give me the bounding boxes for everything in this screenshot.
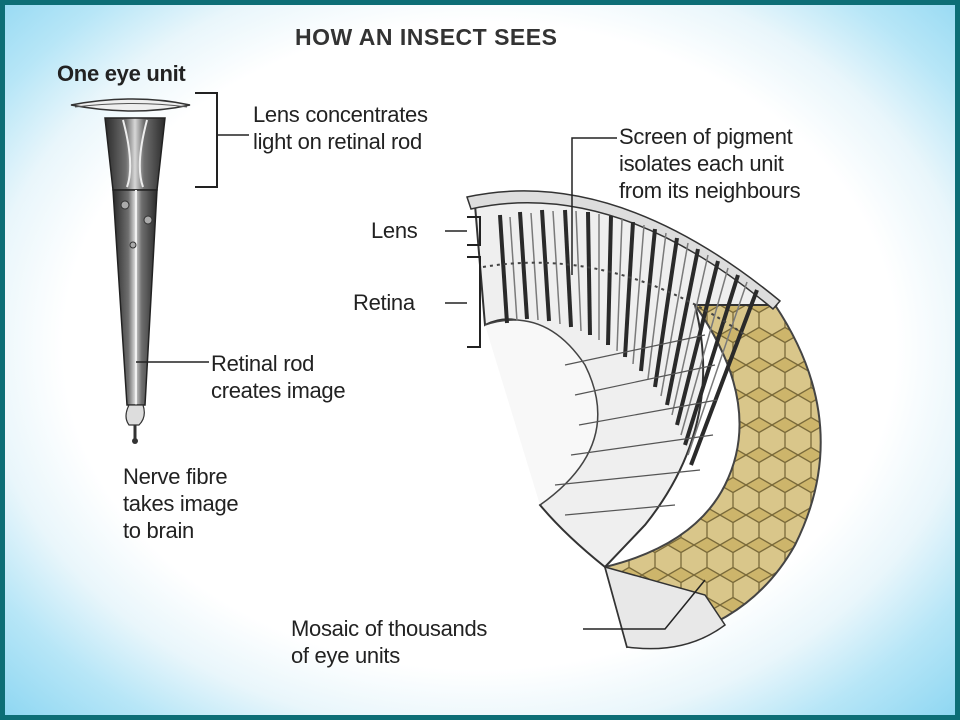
pointer-pigment [571, 137, 617, 275]
label-pigment-line-3: from its neighbours [619, 178, 801, 203]
label-retina: Retina [353, 290, 415, 315]
unit-cone [104, 117, 166, 191]
label-retinal-rod-line-1: Retinal rod [211, 351, 315, 376]
label-lens-concentrates: Lens concentrates light on retinal rod [253, 101, 428, 155]
bracket-lens [467, 216, 481, 246]
bracket-lens-unit [195, 92, 218, 188]
pointer-mosaic [583, 579, 706, 630]
label-retinal-rod-line-2: creates image [211, 378, 346, 403]
label-lens-concentrates-line-2: light on retinal rod [253, 129, 422, 154]
label-pigment-line-1: Screen of pigment [619, 124, 793, 149]
diagram-title: HOW AN INSECT SEES [295, 24, 558, 50]
label-nerve-fibre-line-2: takes image [123, 491, 239, 516]
bracket-retina [467, 256, 481, 348]
label-mosaic: Mosaic of thousands of eye units [291, 615, 487, 669]
label-mosaic-line-2: of eye units [291, 643, 400, 668]
nerve-fibre [125, 404, 145, 426]
label-lens-concentrates-line-1: Lens concentrates [253, 102, 428, 127]
insect-eye-illustration [70, 92, 822, 650]
label-lens: Lens [371, 218, 418, 243]
label-one-eye-unit: One eye unit [57, 61, 186, 86]
label-nerve-fibre: Nerve fibre takes image to brain [123, 463, 239, 544]
label-mosaic-line-1: Mosaic of thousands [291, 616, 488, 641]
label-pigment-line-2: isolates each unit [619, 151, 784, 176]
compound-eye [445, 137, 822, 650]
unit-lens [70, 98, 191, 112]
label-screen-of-pigment: Screen of pigment isolates each unit fro… [619, 123, 801, 204]
single-eye-unit [70, 92, 249, 444]
label-retinal-rod: Retinal rod creates image [211, 350, 346, 404]
label-nerve-fibre-line-1: Nerve fibre [123, 464, 228, 489]
lens-strip [466, 190, 782, 311]
label-nerve-fibre-line-3: to brain [123, 518, 194, 543]
